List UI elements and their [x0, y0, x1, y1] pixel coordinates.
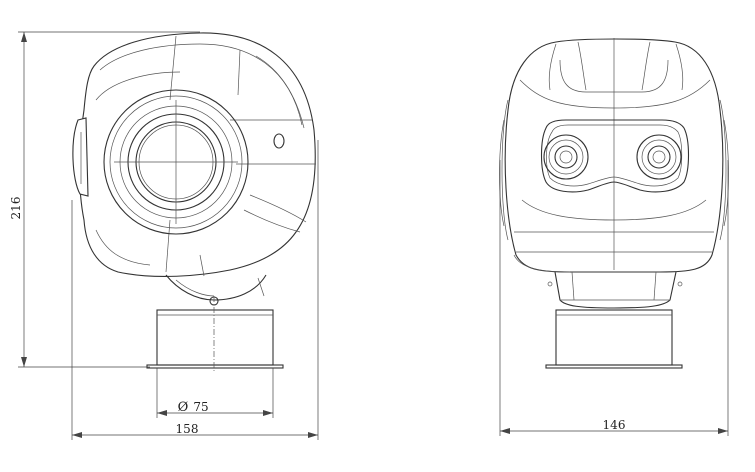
front-view-base-flange — [545, 364, 683, 369]
front-view-housing — [504, 38, 724, 273]
side-view-base-column — [156, 309, 274, 366]
front-view-visor — [540, 119, 690, 193]
front-width-dimension-label: 146 — [603, 418, 626, 432]
height-dimension-label: 216 — [9, 197, 23, 220]
front-view-bracket — [554, 271, 677, 309]
diameter-symbol: Ø — [178, 400, 189, 415]
side-width-dimension-label: 158 — [176, 422, 199, 436]
side-view-hole — [273, 133, 285, 149]
front-view-left-lens — [543, 134, 589, 180]
side-view-base-flange — [146, 364, 284, 369]
front-view-right-lens — [636, 134, 682, 180]
side-view-knob — [72, 117, 89, 197]
diameter-dimension: Ø 75 — [156, 368, 274, 418]
height-dimension: 216 — [9, 31, 200, 368]
diameter-dimension-label: 75 — [193, 400, 208, 414]
front-view-base-column — [555, 309, 673, 366]
side-width-dimension: 158 — [71, 140, 319, 440]
front-view — [499, 38, 729, 369]
side-view — [72, 32, 316, 372]
side-view-housing — [78, 32, 316, 277]
front-width-dimension: 146 — [499, 160, 729, 436]
side-view-lens-outer-ring — [103, 89, 249, 235]
side-view-bracket — [165, 274, 267, 301]
